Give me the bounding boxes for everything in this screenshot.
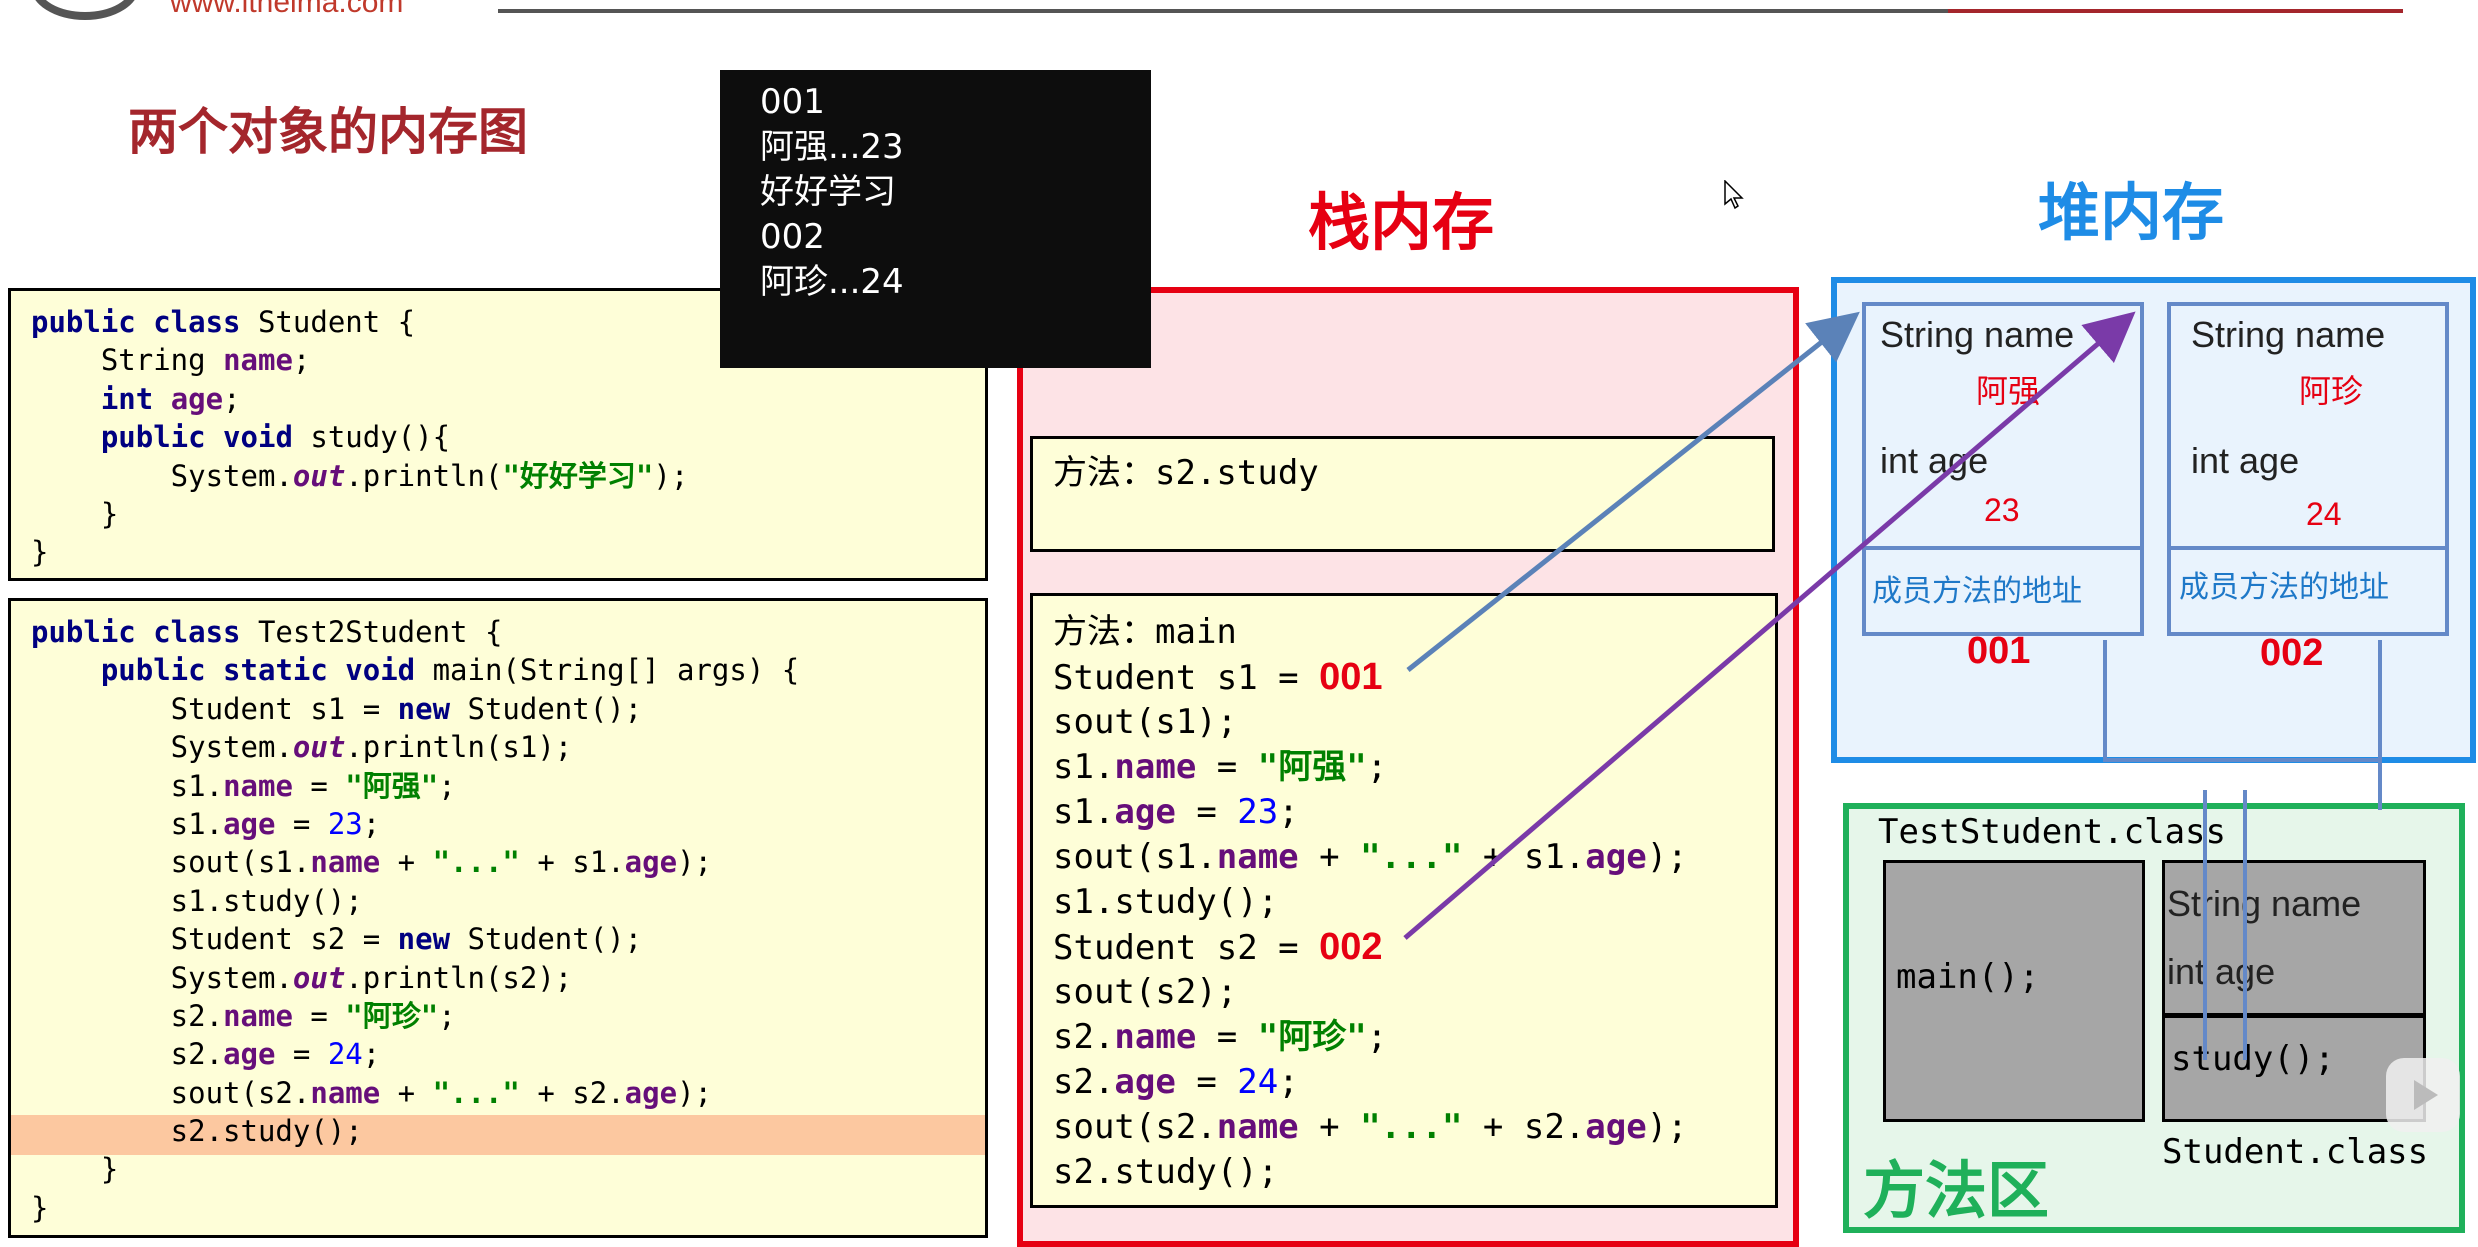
code-line: s1.age = 23;	[31, 806, 381, 841]
main-line: sout(s2.name + "..." + s2.age);	[1053, 1107, 1688, 1147]
heap-value-age: 23	[1984, 492, 2020, 528]
heap-value-age: 24	[2306, 496, 2342, 532]
mouse-cursor-icon	[1724, 180, 1744, 210]
student-field-name: String name	[2167, 883, 2362, 924]
heap-divider	[1866, 546, 2140, 550]
connector-001-to-study	[2103, 640, 2382, 810]
header-rule	[498, 9, 1948, 13]
student-field-age: int age	[2167, 951, 2276, 992]
main-line: 方法：main	[1053, 612, 1237, 652]
code-line: public class Student {	[31, 305, 416, 339]
frame-study-label: 方法：s2.study	[1053, 453, 1319, 493]
console-line: 阿珍...24	[760, 262, 904, 302]
test-student-class-label: TestStudent.class	[1878, 812, 2226, 852]
play-icon	[2414, 1080, 2438, 1110]
main-line: sout(s1.name + "..." + s1.age);	[1053, 837, 1688, 877]
play-button[interactable]	[2386, 1058, 2460, 1132]
code-line: int age;	[100, 381, 241, 416]
test2student-code: public class Test2Student { public stati…	[8, 598, 988, 1238]
code-line: }	[31, 535, 49, 570]
heap-field-name: String name	[2191, 314, 2386, 355]
main-line: sout(s1);	[1053, 702, 1238, 742]
console-line: 好好学习	[760, 172, 896, 212]
main-method-box: main();	[1883, 860, 2145, 1122]
code-line: System.out.println("好好学习");	[31, 458, 689, 493]
main-method-label: main();	[1896, 957, 2040, 997]
highlight-current-line	[11, 1115, 985, 1155]
header-rule-accent	[1948, 9, 2403, 13]
code-line: sout(s1.name + "..." + s1.age);	[31, 845, 712, 880]
main-line: s2.name = "阿珍";	[1053, 1017, 1388, 1057]
console-line: 001	[760, 82, 825, 122]
code-line: s2.age = 24;	[31, 1037, 381, 1072]
code-line: System.out.println(s1);	[31, 730, 573, 765]
student-class-label: Student.class	[2162, 1132, 2429, 1172]
console-line: 002	[760, 217, 825, 257]
code-line: public class Test2Student {	[31, 615, 503, 649]
code-line: }	[31, 496, 119, 531]
code-line: s2.name = "阿珍";	[31, 998, 456, 1033]
main-line: s2.age = 24;	[1053, 1062, 1299, 1102]
code-line: Student s1 = new Student();	[31, 691, 643, 726]
main-line: s1.study();	[1053, 882, 1279, 922]
header-site: www.itheima.com	[170, 0, 404, 19]
main-line: s2.study();	[1053, 1152, 1279, 1192]
heap-value-name: 阿珍	[2299, 373, 2364, 409]
heap-title: 堆内存	[2038, 176, 2225, 249]
stack-title: 栈内存	[1308, 186, 1495, 259]
code-line: System.out.println(s2);	[31, 960, 573, 995]
code-line: }	[31, 1152, 119, 1187]
stack-addr-002: 002	[1319, 926, 1383, 968]
method-area-title: 方法区	[1863, 1154, 2050, 1227]
code-line: s1.study();	[31, 883, 363, 918]
code-line: public static void main(String[] args) {	[100, 653, 800, 688]
heap-addr-001: 001	[1967, 630, 2031, 672]
console-output: 001 阿强...23 好好学习 002 阿珍...24	[720, 70, 1151, 368]
stack-frame-study: 方法：s2.study	[1030, 436, 1775, 552]
heap-field-age: int age	[2191, 440, 2300, 481]
heap-method-addr: 成员方法的地址	[1872, 574, 2082, 609]
main-line: sout(s2);	[1053, 972, 1238, 1012]
main-line: Student s1 = 001	[1053, 656, 1383, 698]
main-line: s1.age = 23;	[1053, 792, 1299, 832]
student-divider	[2165, 1013, 2423, 1018]
code-line: sout(s2.name + "..." + s2.age);	[31, 1075, 712, 1110]
code-line: }	[31, 1190, 49, 1225]
slide-title: 两个对象的内存图	[128, 103, 528, 161]
arrow-s2-to-002	[1403, 311, 2136, 940]
arrow-s1-to-001	[1406, 311, 1860, 672]
heap-field-age: int age	[1880, 440, 1989, 481]
heap-addr-002: 002	[2260, 632, 2324, 674]
code-line: Student s2 = new Student();	[31, 922, 643, 957]
heap-field-name: String name	[1880, 314, 2075, 355]
stack-addr-001: 001	[1319, 656, 1383, 698]
heap-divider	[2171, 546, 2445, 550]
console-line: 阿强...23	[760, 127, 904, 167]
code-line: s1.name = "阿强";	[31, 768, 456, 803]
main-line: s1.name = "阿强";	[1053, 747, 1388, 787]
code-line-current: s2.study();	[31, 1114, 363, 1149]
code-line: public void study(){	[100, 420, 451, 455]
heap-method-addr: 成员方法的地址	[2179, 570, 2389, 605]
main-line: Student s2 = 002	[1053, 926, 1383, 968]
code-line: String name;	[31, 343, 311, 378]
heap-object-002: String name 阿珍 int age 24 成员方法的地址	[2167, 302, 2449, 636]
student-method-label: study();	[2171, 1039, 2335, 1079]
stack-frame-main: 方法：main Student s1 = 001 sout(s1); s1.na…	[1030, 593, 1778, 1208]
